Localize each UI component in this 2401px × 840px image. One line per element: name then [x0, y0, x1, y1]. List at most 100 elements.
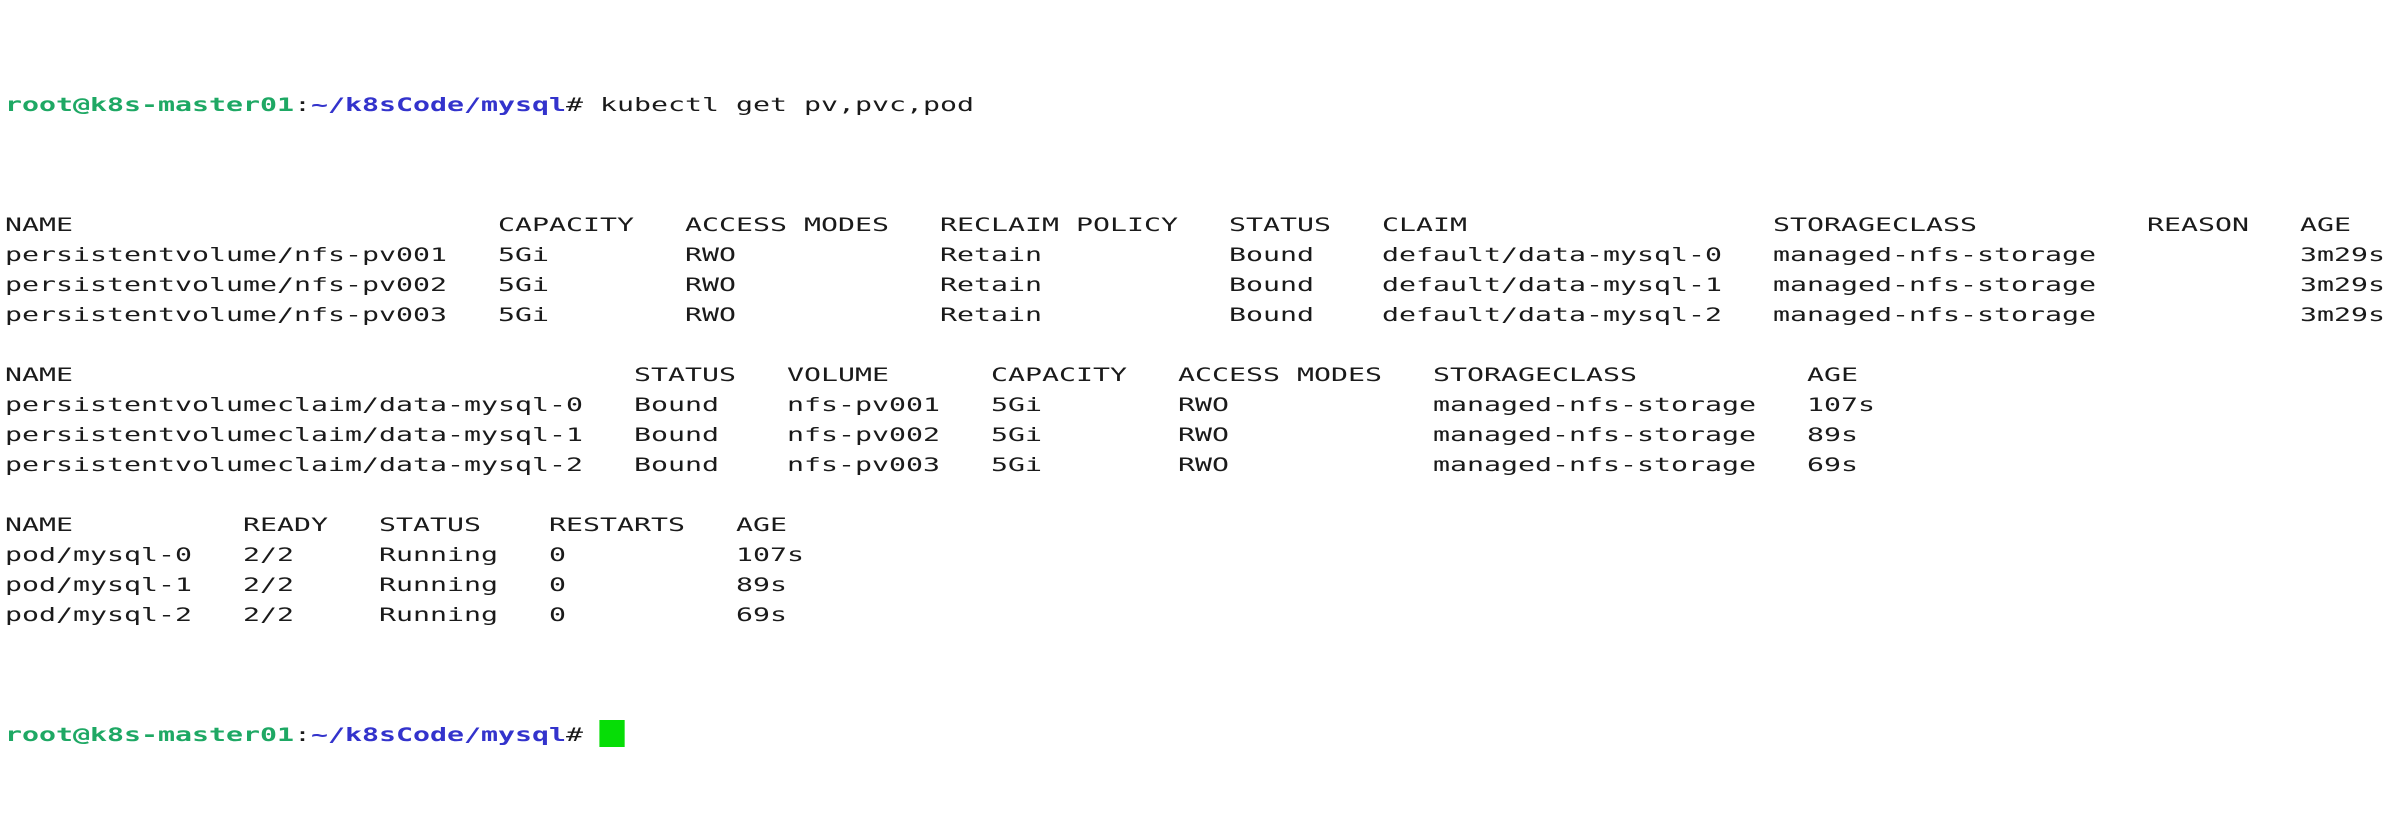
persistent-volume-claims-cell: RWO	[1177, 454, 1229, 476]
persistent-volume-claims-cell: nfs-pv002	[786, 424, 940, 446]
pods-cell: 107s	[736, 544, 805, 566]
prompt-separator: :	[293, 94, 311, 116]
kubectl-output: NAME CAPACITY ACCESS MODES RECLAIM POLIC…	[5, 210, 2401, 630]
output-line: persistentvolumeclaim/data-mysql-1 Bound…	[5, 420, 2401, 450]
persistent-volumes-cell: default/data-mysql-0	[1382, 244, 1722, 266]
persistent-volume-claims-cell: nfs-pv003	[786, 454, 940, 476]
prompt-path: ~/k8sCode/mysql	[310, 94, 566, 116]
persistent-volume-claims-header-cell: ACCESS MODES	[1177, 364, 1382, 386]
pods-header-cell: READY	[242, 514, 328, 536]
persistent-volume-claims-cell: 89s	[1806, 424, 1858, 446]
persistent-volumes-cell: Bound	[1228, 244, 1315, 266]
persistent-volume-claims-cell: 107s	[1806, 394, 1875, 416]
pods-header-cell: STATUS	[379, 514, 482, 536]
persistent-volumes-cell: persistentvolume/nfs-pv002	[5, 274, 447, 296]
persistent-volume-claims-cell: 5Gi	[990, 454, 1042, 476]
persistent-volumes-cell: 5Gi	[497, 244, 549, 266]
output-line: persistentvolume/nfs-pv001 5Gi RWO Retai…	[5, 240, 2401, 270]
persistent-volumes-cell: persistentvolume/nfs-pv001	[5, 244, 447, 266]
output-line: NAME CAPACITY ACCESS MODES RECLAIM POLIC…	[5, 210, 2401, 240]
pods-cell: 2/2	[243, 544, 295, 566]
pods-cell: 2/2	[243, 574, 295, 596]
persistent-volumes-cell: 3m29s	[2299, 244, 2385, 266]
prompt-symbol: #	[565, 94, 601, 116]
persistent-volume-claims-cell: 5Gi	[990, 394, 1042, 416]
terminal-screen[interactable]: root@k8s-master01:~/k8sCode/mysql# kubec…	[0, 0, 2401, 747]
persistent-volume-claims-cell: Bound	[633, 394, 719, 416]
pods-cell: pod/mysql-2	[5, 604, 193, 626]
output-line: pod/mysql-1 2/2 Running 0 89s	[5, 570, 2401, 600]
pods-cell: 0	[549, 604, 567, 626]
persistent-volume-claims-cell: managed-nfs-storage	[1432, 424, 1756, 446]
persistent-volumes-cell: Bound	[1228, 274, 1315, 296]
persistent-volumes-cell: managed-nfs-storage	[1772, 304, 2096, 326]
persistent-volumes-cell: Retain	[939, 274, 1042, 296]
persistent-volumes-cell: RWO	[684, 304, 736, 326]
persistent-volume-claims-cell: managed-nfs-storage	[1432, 394, 1756, 416]
persistent-volumes-cell: Retain	[939, 244, 1042, 266]
persistent-volumes-cell: Retain	[939, 304, 1042, 326]
command-line: root@k8s-master01:~/k8sCode/mysql# kubec…	[5, 90, 2401, 120]
persistent-volume-claims-cell: 69s	[1806, 454, 1858, 476]
persistent-volume-claims-header-cell: NAME	[5, 364, 74, 386]
persistent-volume-claims-header-cell: CAPACITY	[990, 364, 1127, 386]
pods-header-cell: AGE	[736, 514, 788, 536]
persistent-volume-claims-header-cell: STORAGECLASS	[1432, 364, 1637, 386]
output-line: pod/mysql-2 2/2 Running 0 69s	[5, 600, 2401, 630]
persistent-volume-claims-cell: managed-nfs-storage	[1432, 454, 1756, 476]
pods-cell: Running	[379, 574, 499, 596]
persistent-volumes-header-cell: CAPACITY	[497, 214, 634, 236]
persistent-volumes-cell: 3m29s	[2299, 304, 2385, 326]
persistent-volumes-cell: 5Gi	[497, 274, 549, 296]
output-line: NAME READY STATUS RESTARTS AGE	[5, 510, 2401, 540]
persistent-volumes-header-cell: ACCESS MODES	[684, 214, 889, 236]
blank-line	[5, 330, 2401, 360]
persistent-volumes-cell: 5Gi	[497, 304, 549, 326]
persistent-volume-claims-cell: 5Gi	[990, 424, 1042, 446]
output-line: NAME STATUS VOLUME CAPACITY ACCESS MODES…	[5, 360, 2401, 390]
pods-cell: 89s	[736, 574, 788, 596]
prompt-separator: :	[293, 724, 311, 746]
prompt-symbol: #	[565, 724, 601, 746]
persistent-volume-claims-cell: Bound	[633, 454, 719, 476]
output-line: persistentvolumeclaim/data-mysql-0 Bound…	[5, 390, 2401, 420]
persistent-volumes-header-cell: RECLAIM POLICY	[939, 214, 1178, 236]
persistent-volume-claims-cell: nfs-pv001	[786, 394, 940, 416]
persistent-volume-claims-cell: persistentvolumeclaim/data-mysql-0	[5, 394, 583, 416]
prompt-line-final: root@k8s-master01:~/k8sCode/mysql#	[5, 720, 2401, 750]
pods-cell: Running	[379, 604, 499, 626]
persistent-volume-claims-cell: RWO	[1177, 394, 1229, 416]
persistent-volumes-cell: 3m29s	[2299, 274, 2385, 296]
pods-cell: Running	[379, 544, 499, 566]
pods-cell: 0	[549, 574, 567, 596]
pods-header-cell: NAME	[5, 514, 74, 536]
pods-cell: 2/2	[243, 604, 295, 626]
persistent-volumes-header-cell: AGE	[2299, 214, 2351, 236]
persistent-volumes-header-cell: REASON	[2146, 214, 2249, 236]
persistent-volume-claims-cell: Bound	[633, 424, 719, 446]
prompt-path: ~/k8sCode/mysql	[310, 724, 566, 746]
persistent-volumes-cell: Bound	[1228, 304, 1315, 326]
command-text: kubectl get pv,pvc,pod	[600, 94, 974, 116]
persistent-volumes-cell: default/data-mysql-2	[1382, 304, 1722, 326]
persistent-volume-claims-header-cell: AGE	[1806, 364, 1858, 386]
pods-header-cell: RESTARTS	[549, 514, 686, 536]
terminal-cursor	[600, 720, 626, 747]
pods-cell: 0	[549, 544, 567, 566]
prompt-user-host: root@k8s-master01	[5, 724, 294, 746]
pods-cell: pod/mysql-1	[5, 574, 193, 596]
persistent-volumes-header-cell: NAME	[5, 214, 74, 236]
persistent-volumes-cell: managed-nfs-storage	[1772, 244, 2096, 266]
blank-line	[5, 480, 2401, 510]
persistent-volumes-cell: default/data-mysql-1	[1382, 274, 1722, 296]
output-line: pod/mysql-0 2/2 Running 0 107s	[5, 540, 2401, 570]
output-line: persistentvolumeclaim/data-mysql-2 Bound…	[5, 450, 2401, 480]
pods-cell: 69s	[736, 604, 788, 626]
persistent-volume-claims-cell: persistentvolumeclaim/data-mysql-1	[5, 424, 583, 446]
persistent-volumes-header-cell: STATUS	[1228, 214, 1331, 236]
persistent-volume-claims-header-cell: STATUS	[633, 364, 736, 386]
persistent-volume-claims-cell: persistentvolumeclaim/data-mysql-2	[5, 454, 583, 476]
persistent-volumes-cell: managed-nfs-storage	[1772, 274, 2096, 296]
persistent-volumes-header-cell: CLAIM	[1382, 214, 1468, 236]
persistent-volumes-cell: RWO	[684, 274, 736, 296]
